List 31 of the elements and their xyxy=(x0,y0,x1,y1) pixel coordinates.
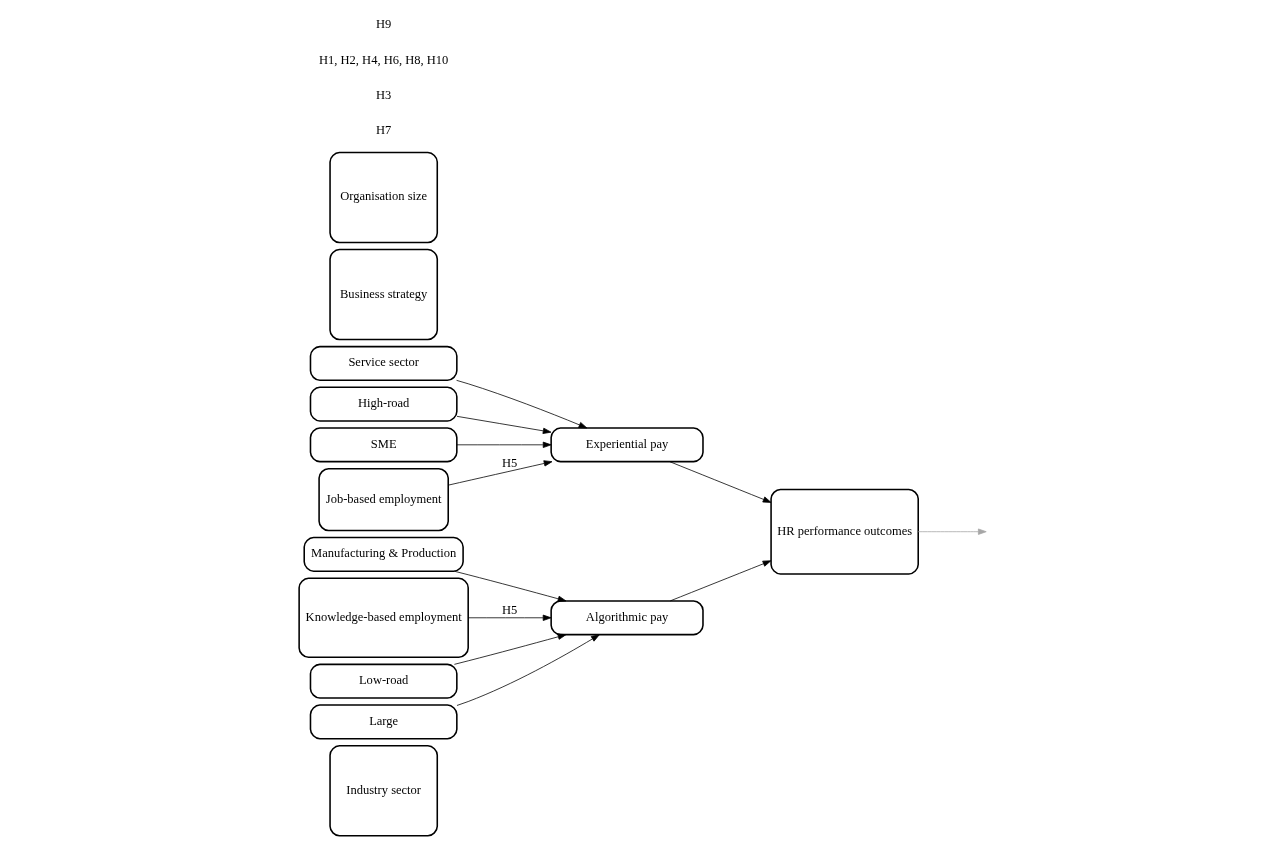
label: H7 xyxy=(375,122,391,137)
edge-label: H5 xyxy=(501,602,517,617)
arrow xyxy=(453,633,566,665)
edge-label: H5 xyxy=(501,455,517,470)
node-box: Job-based employment xyxy=(317,467,449,532)
node-box: Industry sector xyxy=(328,744,438,837)
node-box: Business strategy xyxy=(328,248,438,341)
node-box: HR performance outcomes xyxy=(769,488,919,575)
arrow xyxy=(456,415,551,434)
arrow xyxy=(467,614,551,621)
node-box: Organisation size xyxy=(328,151,438,244)
node-box: Large xyxy=(309,704,458,740)
arrow xyxy=(456,441,551,448)
arrow xyxy=(668,461,771,503)
node-box: High-road xyxy=(309,386,458,422)
arrow xyxy=(447,460,552,486)
arrow xyxy=(455,379,587,429)
label: H1, H2, H4, H6, H8, H10 xyxy=(318,52,448,67)
arrow xyxy=(453,570,566,602)
label: H3 xyxy=(375,87,391,102)
node-box: SME xyxy=(309,427,458,463)
arrow xyxy=(917,528,987,535)
node-box: Low-road xyxy=(309,663,458,699)
node-box: Service sector xyxy=(309,345,458,382)
node-box: Algorithmic pay xyxy=(549,600,704,636)
node-box: Experiential pay xyxy=(549,427,704,463)
node-box: Knowledge-based employment xyxy=(297,577,469,659)
arrow xyxy=(456,634,600,706)
label: H9 xyxy=(375,17,391,32)
arrow xyxy=(669,560,771,602)
node-box: Manufacturing & Production xyxy=(302,536,464,572)
